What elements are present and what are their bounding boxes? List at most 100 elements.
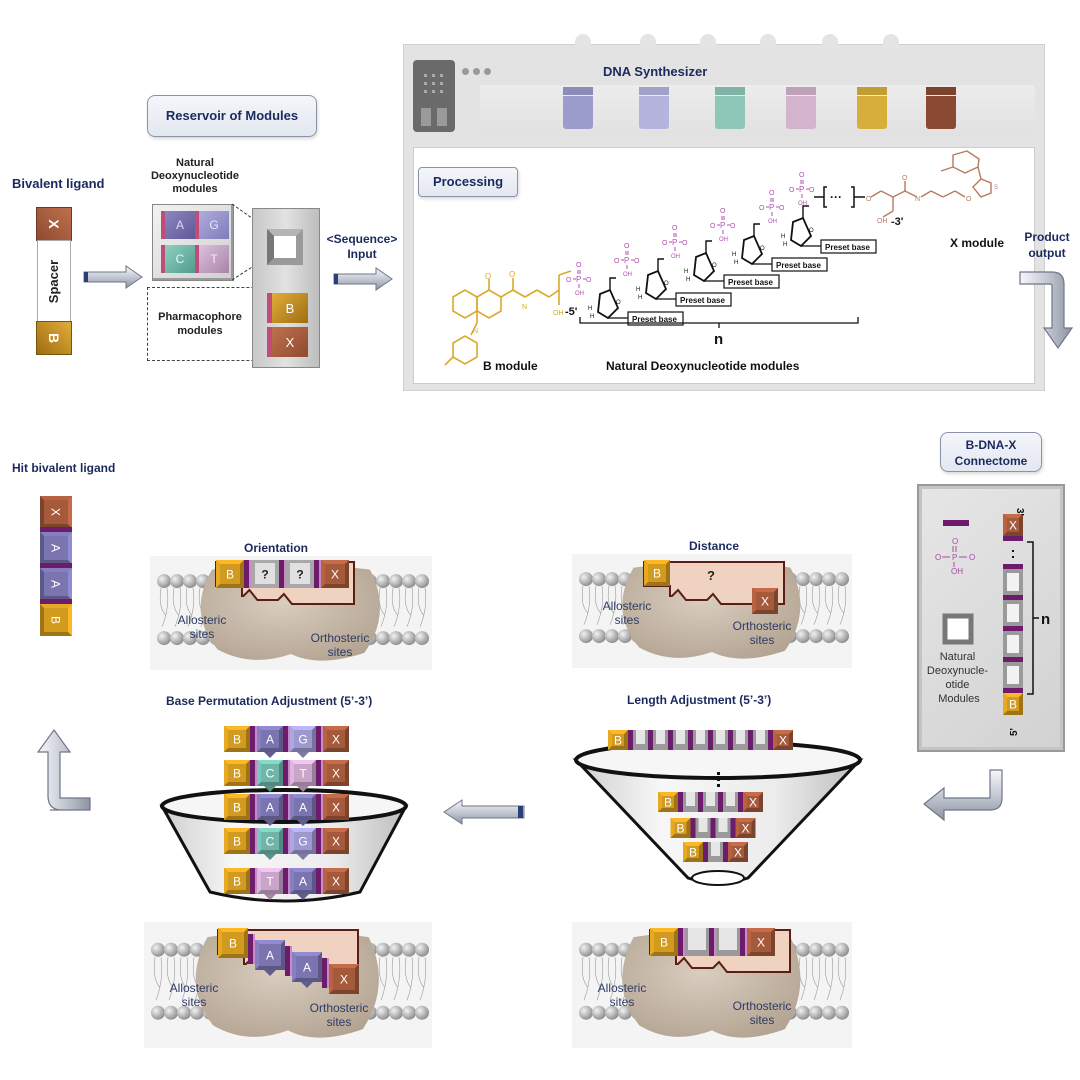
nucleotide-t: T (195, 245, 229, 273)
synthesizer-port-bump (760, 34, 776, 48)
svg-text:A: A (299, 801, 307, 815)
svg-text:P: P (799, 185, 804, 194)
phosphate-linker (709, 928, 714, 956)
empty-nucleotide-slot (1003, 631, 1023, 657)
empty-nucleotide-slot (685, 928, 709, 956)
phosphate-linker (730, 818, 736, 838)
b-module-label: B module (483, 359, 538, 373)
svg-text:O: O (966, 196, 972, 203)
svg-text:X: X (340, 973, 348, 987)
svg-text:G: G (298, 733, 307, 747)
nucleotide-a-block: A (255, 940, 285, 976)
svg-text:OH: OH (877, 218, 888, 225)
x-module-block: X (323, 828, 349, 854)
svg-text:P: P (576, 275, 581, 284)
b-module-block: B (658, 792, 678, 812)
svg-text:H: H (588, 306, 592, 312)
svg-text:O: O (682, 240, 688, 247)
empty-nucleotide-slot (1003, 569, 1023, 595)
reagent-vial-cap (563, 87, 593, 95)
svg-text:O: O (672, 225, 678, 232)
connectome-title-line1: B-DNA-X (965, 438, 1017, 452)
svg-text:A: A (266, 801, 274, 815)
svg-text:N: N (915, 196, 920, 203)
b-module-block: B (224, 828, 250, 854)
phosphate-linker (718, 792, 723, 812)
spacer-label: Spacer (46, 259, 62, 303)
svg-text:O: O (769, 190, 775, 197)
reagent-vial (715, 96, 745, 129)
b-module-block: B (224, 760, 250, 786)
b-module-block: B (218, 928, 248, 958)
phosphate-linker (628, 730, 633, 750)
svg-text:O: O (866, 196, 872, 203)
phosphate-linker (283, 760, 288, 786)
empty-nucleotide-slot (753, 730, 768, 750)
natural-deoxynucleotide-modules-label: Natural Deoxynucleotide modules (606, 359, 800, 373)
svg-text:B: B (614, 734, 622, 748)
distance-question-mark: ? (707, 568, 715, 583)
svg-text:?: ? (261, 568, 268, 582)
phosphate-linker (678, 792, 683, 812)
reagent-vial (563, 96, 593, 129)
svg-text:O: O (710, 223, 716, 230)
nucleotide-a-block: A (290, 794, 316, 826)
svg-text:A: A (299, 875, 307, 889)
unknown-module-block: ? (251, 560, 279, 588)
phosphate-linker (279, 560, 284, 588)
svg-text:P: P (769, 203, 774, 212)
svg-text:N: N (473, 328, 478, 335)
svg-text:X: X (734, 846, 742, 860)
connectome-title-line2: Connectome (954, 454, 1028, 468)
preset-base-label: Preset base (632, 315, 677, 324)
svg-text:X: X (332, 767, 340, 781)
n-label: n (714, 331, 723, 348)
x-module-block: X (728, 842, 748, 862)
x-module-structure (870, 150, 992, 218)
sequence-input-label: <Sequence> Input (318, 232, 406, 262)
length-adjustment-title: Length Adjustment (5’-3’) (627, 693, 772, 707)
pharmacophore-x: X (267, 327, 308, 357)
nucleotide-a-block: A (34, 568, 72, 600)
arrow-left-icon (443, 799, 525, 825)
phosphate-linker (316, 868, 321, 894)
svg-text:O: O (969, 553, 975, 562)
svg-text:X: X (331, 568, 339, 582)
connectome-title: B-DNA-X Connectome (940, 432, 1042, 472)
phosphate-linker (648, 730, 653, 750)
unknown-module-block: ? (286, 560, 314, 588)
zoom-lines (231, 203, 267, 281)
svg-text:X: X (332, 801, 340, 815)
svg-text:B: B (233, 835, 241, 849)
empty-nucleotide-slot (723, 792, 738, 812)
nucleotide-a-block: A (292, 952, 322, 988)
pharmacophore-modules-label: Pharmacophore modules (158, 311, 242, 337)
five-prime-label: -5' (565, 306, 578, 318)
synthesizer-port-bump (640, 34, 656, 48)
b-module-block: B (644, 560, 670, 586)
svg-text:X: X (779, 734, 787, 748)
connectome-strand: XB (1003, 514, 1023, 715)
synthesizer-port-bump (822, 34, 838, 48)
svg-text:C: C (266, 835, 275, 849)
x-module-label: X (46, 219, 62, 229)
phosphate-linker (768, 730, 773, 750)
svg-text:B: B (689, 846, 697, 860)
x-module-block: X (1003, 514, 1023, 536)
svg-text:H: H (636, 287, 640, 293)
svg-text:O: O (779, 205, 785, 212)
phosphate-linker (723, 842, 728, 862)
reagent-vial-cap (786, 87, 816, 95)
phosphate-linker (748, 730, 753, 750)
empty-nucleotide-slot (733, 730, 748, 750)
